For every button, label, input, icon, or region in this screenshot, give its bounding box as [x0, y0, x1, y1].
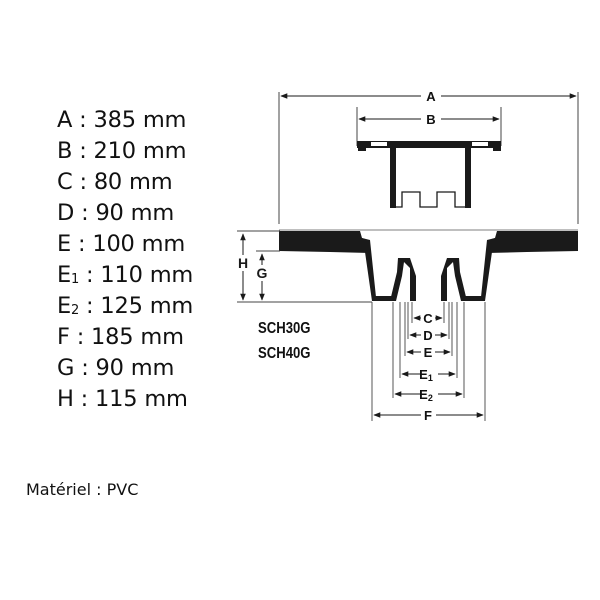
- spec-subscript: 1: [71, 272, 80, 287]
- spec-sep: :: [74, 355, 96, 381]
- material-label: Matériel : PVC: [26, 480, 139, 499]
- spec-unit: mm: [144, 386, 188, 412]
- spec-sep: :: [72, 107, 94, 133]
- spec-unit: mm: [141, 231, 186, 257]
- label-e2: E2: [419, 387, 433, 403]
- dimension-e: E: [406, 345, 451, 360]
- dimension-a: A: [278, 89, 579, 224]
- spec-key: B: [57, 138, 73, 164]
- spec-key: A: [57, 107, 73, 133]
- spec-unit: mm: [142, 107, 187, 133]
- spec-sep: :: [74, 200, 96, 226]
- spec-unit: mm: [140, 324, 184, 350]
- dimension-spec-list: A : 385 mm B : 210 mm C : 80 mm D : 90 m…: [57, 105, 193, 415]
- spec-b: B : 210 mm: [57, 136, 193, 167]
- spec-subscript: 2: [71, 303, 80, 318]
- dimension-b: B: [356, 107, 502, 146]
- spec-value: 90: [95, 200, 124, 226]
- spec-d: D : 90 mm: [57, 198, 193, 229]
- drain-body: [279, 229, 578, 301]
- spec-f: F : 185 mm: [57, 322, 193, 353]
- spec-key: C: [57, 169, 73, 195]
- model-code: SCH40G: [258, 345, 311, 362]
- spec-value: 185: [91, 324, 134, 350]
- label-e1: E1: [419, 367, 433, 383]
- dimension-c: C: [413, 311, 443, 326]
- label-g: G: [257, 265, 268, 281]
- spec-key: F: [57, 324, 70, 350]
- spec-unit: mm: [149, 293, 194, 319]
- dimension-g: G: [255, 250, 280, 301]
- model-codes: SCH30G SCH40G: [258, 316, 311, 366]
- label-a: A: [426, 89, 436, 104]
- spec-value: 210: [93, 138, 137, 164]
- spec-unit: mm: [149, 262, 194, 288]
- spec-e2: E2 : 125 mm: [57, 291, 193, 322]
- spec-e1: E1 : 110 mm: [57, 260, 193, 291]
- dimension-d: D: [409, 328, 448, 343]
- spec-key: H: [57, 386, 74, 412]
- spec-key: E: [57, 262, 72, 288]
- spec-unit: mm: [130, 355, 175, 381]
- spec-sep: :: [79, 293, 101, 319]
- label-b: B: [426, 112, 435, 127]
- spec-e: E : 100 mm: [57, 229, 193, 260]
- spec-sep: :: [71, 231, 93, 257]
- spec-key: D: [57, 200, 75, 226]
- spec-a: A : 385 mm: [57, 105, 193, 136]
- spec-key: G: [57, 355, 75, 381]
- spec-c: C : 80 mm: [57, 167, 193, 198]
- spec-h: H : 115 mm: [57, 384, 193, 415]
- spec-value: 125: [100, 293, 143, 319]
- spec-value: 90: [95, 355, 124, 381]
- label-c: C: [423, 311, 433, 326]
- spec-sep: :: [72, 138, 94, 164]
- spec-value: 115: [95, 386, 138, 412]
- spec-value: 100: [92, 231, 135, 257]
- spec-value: 80: [93, 169, 123, 195]
- model-code: SCH30G: [258, 320, 311, 337]
- dimension-h: H: [236, 230, 372, 303]
- spec-sep: :: [73, 386, 96, 412]
- spec-unit: mm: [129, 169, 173, 195]
- dimension-e2: E2: [394, 387, 463, 403]
- spec-sep: :: [69, 324, 92, 350]
- extension-lines: [371, 302, 486, 421]
- spec-value: 385: [93, 107, 137, 133]
- spec-sep: :: [72, 169, 94, 195]
- grate-part: [357, 141, 501, 208]
- spec-unit: mm: [142, 138, 187, 164]
- spec-unit: mm: [130, 200, 175, 226]
- dimension-f: F: [373, 408, 484, 423]
- label-d: D: [423, 328, 432, 343]
- spec-sep: :: [79, 262, 101, 288]
- label-h: H: [238, 255, 248, 271]
- spec-value: 110: [100, 262, 143, 288]
- dimension-e1: E1: [401, 367, 456, 383]
- spec-key: E: [57, 293, 72, 319]
- spec-g: G : 90 mm: [57, 353, 193, 384]
- spec-key: E: [57, 231, 72, 257]
- label-f: F: [424, 408, 432, 423]
- label-e: E: [424, 345, 433, 360]
